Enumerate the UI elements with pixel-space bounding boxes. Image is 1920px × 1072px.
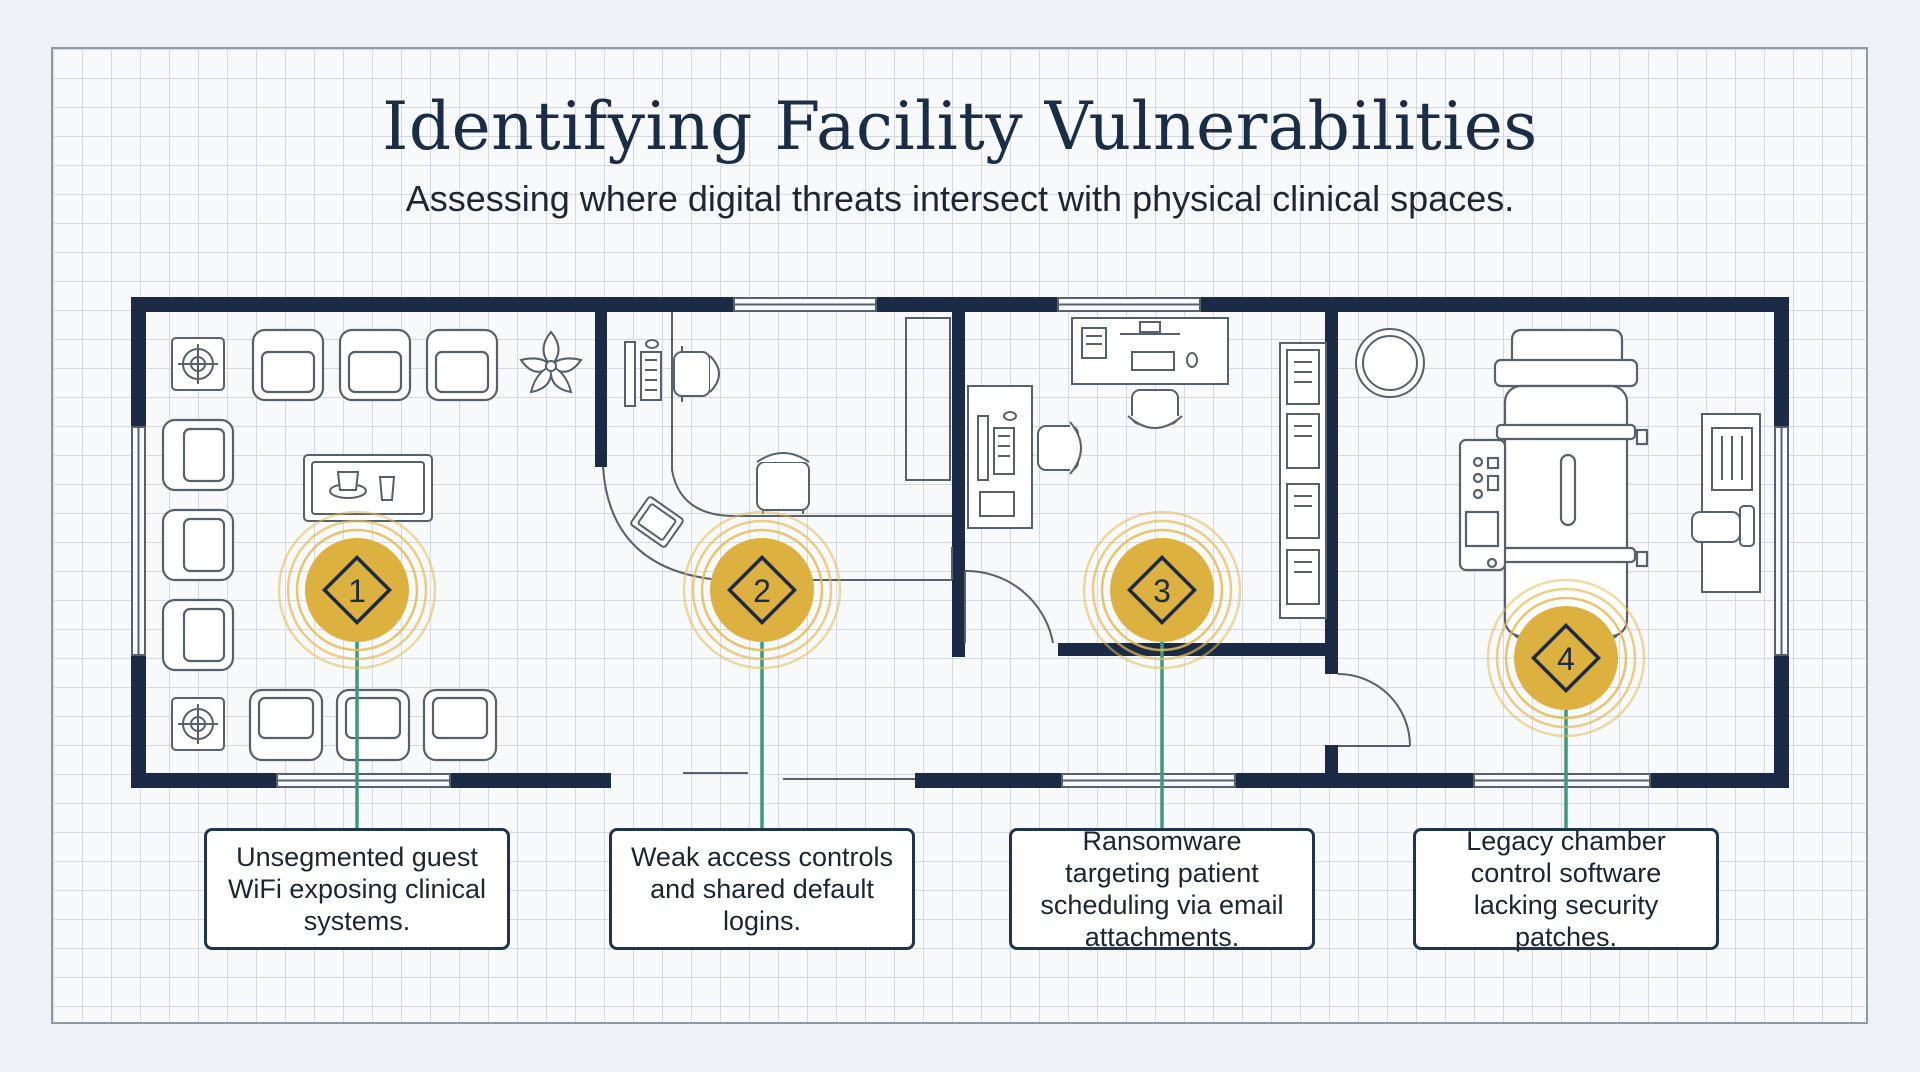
chair bbox=[422, 688, 498, 762]
coffee-table bbox=[303, 454, 433, 522]
control-console bbox=[1691, 413, 1761, 593]
door-swings bbox=[964, 569, 1411, 747]
callout-text: Ransomware targeting patient scheduling … bbox=[1040, 826, 1284, 952]
vulnerability-marker-1: 1 bbox=[277, 510, 437, 670]
marker-number: 1 bbox=[348, 573, 366, 609]
callout-text: Weak access controls and shared default … bbox=[630, 842, 894, 936]
exterior-walls bbox=[131, 297, 1789, 788]
page-subtitle: Assessing where digital threats intersec… bbox=[405, 178, 1515, 219]
office-chair bbox=[673, 346, 720, 402]
connector-lines bbox=[355, 640, 1568, 828]
reception-desk bbox=[624, 339, 662, 407]
vulnerability-callout-3: Ransomware targeting patient scheduling … bbox=[1009, 826, 1315, 952]
vulnerability-callout-4: Legacy chamber control software lacking … bbox=[1413, 826, 1719, 952]
chair bbox=[161, 418, 235, 492]
filing-cabinets bbox=[1279, 342, 1327, 619]
laptop-icon bbox=[630, 496, 684, 548]
chair bbox=[335, 688, 411, 762]
wifi-access-point-icon bbox=[171, 697, 225, 751]
plant-icon bbox=[519, 330, 583, 394]
vulnerability-marker-2: 2 bbox=[682, 510, 842, 670]
marker-number: 4 bbox=[1557, 641, 1575, 677]
chair bbox=[251, 328, 325, 402]
vulnerability-marker-4: 4 bbox=[1486, 578, 1646, 738]
chair bbox=[161, 598, 235, 672]
office-desk bbox=[967, 385, 1033, 529]
vulnerability-marker-3: 3 bbox=[1082, 510, 1242, 670]
office-desk bbox=[1071, 317, 1229, 385]
waiting-room-chairs bbox=[161, 328, 499, 762]
windows bbox=[131, 297, 1789, 788]
interior-walls bbox=[595, 312, 1338, 788]
page-title: Identifying Facility Vulnerabilities bbox=[382, 88, 1538, 165]
vulnerability-callout-1: Unsegmented guest WiFi exposing clinical… bbox=[204, 828, 510, 950]
marker-number: 2 bbox=[753, 573, 771, 609]
chair bbox=[161, 508, 235, 582]
round-window-icon bbox=[1355, 328, 1425, 398]
marker-number: 3 bbox=[1153, 573, 1171, 609]
chair bbox=[248, 688, 324, 762]
callout-text: Unsegmented guest WiFi exposing clinical… bbox=[227, 842, 487, 936]
reception-counter bbox=[602, 312, 953, 581]
office-chair bbox=[1037, 421, 1082, 475]
wifi-access-point-icon bbox=[171, 337, 225, 391]
office-chair bbox=[756, 452, 810, 514]
vulnerability-callout-2: Weak access controls and shared default … bbox=[609, 828, 915, 950]
chair bbox=[338, 328, 412, 402]
callout-text: Legacy chamber control software lacking … bbox=[1466, 826, 1666, 952]
office-chair bbox=[1127, 389, 1183, 429]
chair bbox=[425, 328, 499, 402]
